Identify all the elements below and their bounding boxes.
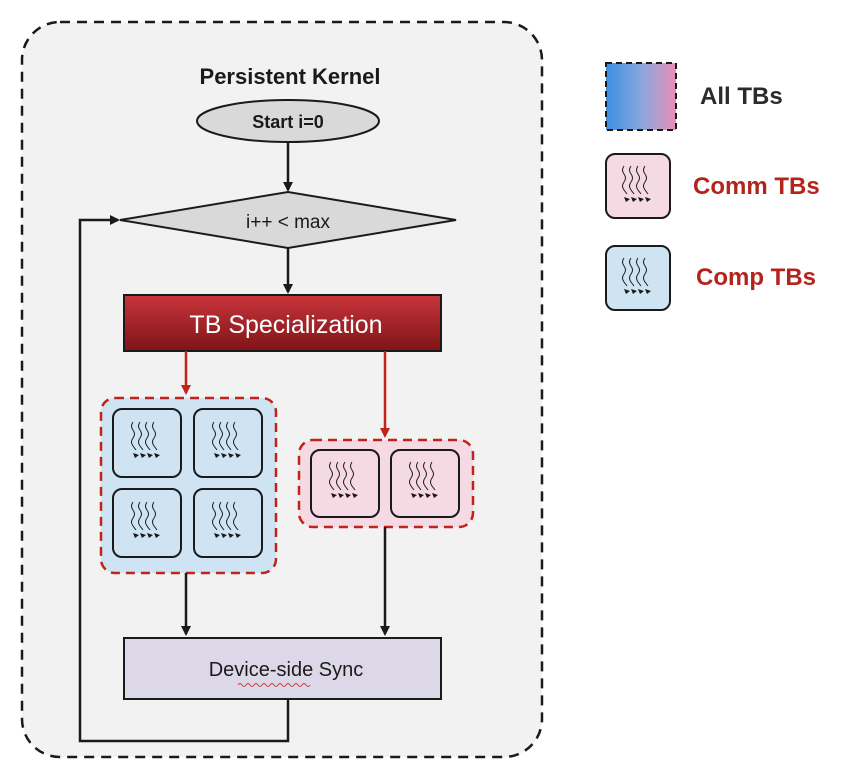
- start-node-label: Start i=0: [252, 112, 324, 132]
- comp-tb-group: [99, 396, 278, 575]
- legend-label-comp-tbs: Comp TBs: [696, 264, 816, 291]
- legend-label-comm-tbs: Comm TBs: [693, 173, 820, 200]
- comp-tb: [112, 488, 182, 558]
- loop-back-arrow: [78, 215, 290, 743]
- legend: All TBs Comm TBs Comp TBs: [605, 62, 820, 311]
- start-node: Start i=0: [196, 99, 380, 143]
- loop-condition-node: i++ < max: [119, 190, 457, 250]
- legend-item-all-tbs: All TBs: [605, 62, 783, 131]
- specialization-label: TB Specialization: [189, 311, 382, 339]
- comm-tb: [310, 449, 380, 518]
- sync-label: Device-side Sync: [209, 659, 364, 681]
- loop-condition-label: i++ < max: [246, 212, 330, 233]
- persistent-kernel-panel: [20, 20, 544, 759]
- comp-tb: [112, 408, 182, 478]
- comm-tb-group: [297, 438, 475, 529]
- spellcheck-underline: [237, 683, 311, 687]
- legend-label-all-tbs: All TBs: [700, 83, 783, 110]
- diagram-title: Persistent Kernel: [200, 64, 381, 89]
- specialization-node: TB Specialization: [123, 294, 442, 352]
- comp-tb: [193, 408, 263, 478]
- comp-tb: [193, 488, 263, 558]
- legend-item-comm-tbs: Comm TBs: [605, 153, 820, 219]
- sync-node: Device-side Sync: [123, 637, 442, 700]
- legend-item-comp-tbs: Comp TBs: [605, 245, 816, 311]
- comm-tb: [390, 449, 460, 518]
